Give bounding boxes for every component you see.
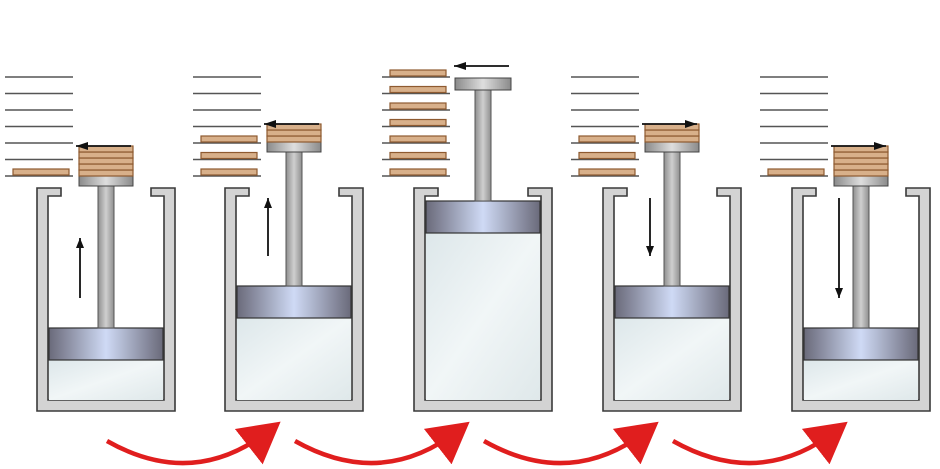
cylinder-wall (224, 187, 364, 412)
motion-up-arrow (264, 198, 272, 256)
gas (615, 318, 729, 400)
weight-stack (266, 123, 322, 143)
transfer-right-arrow (642, 120, 697, 128)
piston-weight (78, 169, 134, 177)
piston-weight (833, 163, 889, 171)
piston-rod (97, 185, 115, 329)
piston (803, 327, 919, 361)
motion-down-arrow (835, 198, 843, 298)
piston-rod (663, 151, 681, 287)
transitions-layer (105, 421, 848, 466)
piston-rod (474, 89, 492, 202)
shelf-lines (382, 76, 450, 177)
gas (237, 318, 351, 400)
piston-platform (644, 141, 700, 153)
stage-2 (193, 76, 364, 412)
cylinder-wall (602, 187, 742, 412)
shelf-lines (193, 76, 261, 177)
shelf-lines (5, 76, 73, 177)
piston-weight (833, 151, 889, 159)
shelf-weight (578, 135, 636, 143)
gas (804, 360, 918, 400)
cylinder (224, 123, 364, 412)
stages-layer (5, 62, 931, 412)
piston-weight (78, 157, 134, 165)
cylinder (413, 77, 553, 412)
gas (49, 360, 163, 400)
shelf-weight (389, 151, 447, 160)
shelf-weight (200, 168, 258, 176)
transfer-left-arrow (76, 142, 131, 150)
stage-3 (382, 62, 553, 412)
piston (425, 200, 541, 234)
motion-up-arrow (76, 238, 84, 298)
weight-stack (833, 145, 889, 177)
stage-1 (5, 76, 176, 412)
shelf-weight (389, 69, 447, 77)
cycle-arrow-2 (293, 421, 470, 466)
piston-weight (833, 169, 889, 177)
piston-cap (454, 77, 512, 91)
piston-platform (266, 141, 322, 153)
piston-rod (852, 185, 870, 329)
gas (426, 233, 540, 400)
piston-platform (78, 175, 134, 187)
shelf-weight (389, 85, 447, 94)
cylinder (791, 145, 931, 412)
shelf-weight (389, 135, 447, 143)
cycle-arrow-3 (482, 421, 659, 466)
transfer-right-arrow (831, 142, 886, 150)
piston-weight (833, 157, 889, 165)
shelf-weight (578, 168, 636, 176)
shelf-lines (571, 76, 639, 177)
cycle-arrow-4 (671, 421, 848, 466)
piston (236, 285, 352, 319)
cylinder-wall (413, 187, 553, 412)
piston-weight (644, 129, 700, 137)
cylinder (602, 123, 742, 412)
shelf-weight (389, 118, 447, 127)
transfer-left-arrow (264, 120, 319, 128)
shelf-lines (760, 76, 828, 177)
shelf-weight (200, 151, 258, 160)
shelf-weight (200, 135, 258, 143)
shelf-weight (578, 151, 636, 160)
shelf-weight (389, 168, 447, 176)
cylinder-wall (36, 187, 176, 412)
cylinder-wall (791, 187, 931, 412)
weight-stack (78, 145, 134, 177)
stage-5 (760, 76, 931, 412)
piston-weight (266, 135, 322, 143)
piston-platform (833, 175, 889, 187)
shelf-weight (767, 168, 825, 176)
piston-weight (644, 135, 700, 143)
cycle-arrow-1 (105, 421, 281, 466)
piston-weight (78, 163, 134, 171)
motion-down-arrow (646, 198, 654, 256)
piston (614, 285, 730, 319)
piston (48, 327, 164, 361)
piston-weight (266, 129, 322, 137)
cylinder (36, 145, 176, 412)
transfer-left-arrow (454, 62, 509, 70)
piston-weight (78, 151, 134, 159)
weight-stack (644, 123, 700, 143)
shelf-weight (12, 168, 70, 176)
stage-4 (571, 76, 742, 412)
shelf-weight (389, 102, 447, 110)
piston-rod (285, 151, 303, 287)
